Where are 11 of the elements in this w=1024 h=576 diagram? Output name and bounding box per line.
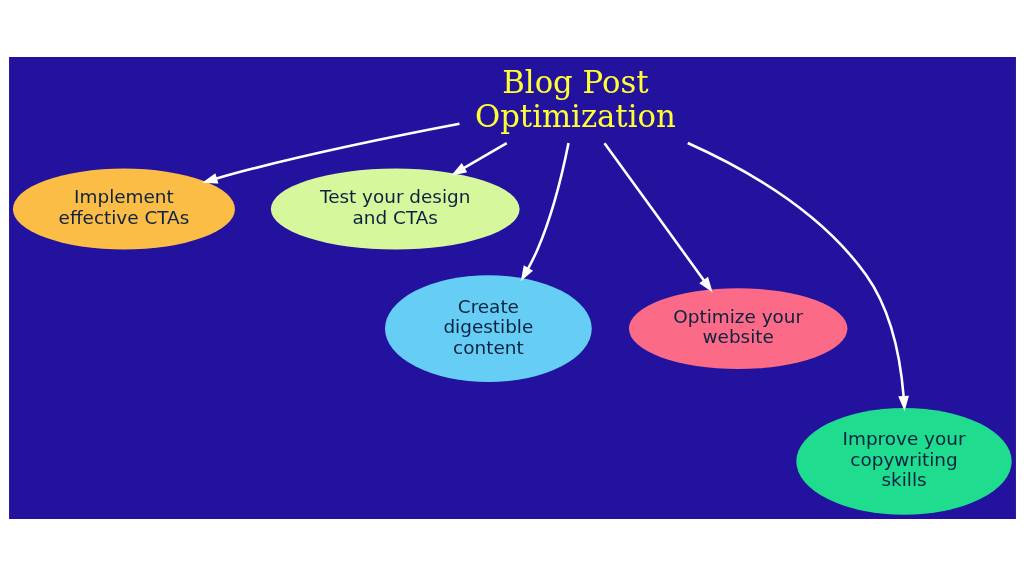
node-ellipse: Improve your copywriting skills (795, 407, 1012, 515)
arrow (450, 141, 507, 176)
node-text: Blog Post Optimization (474, 63, 676, 134)
node-ellipse: Optimize your website (628, 288, 847, 370)
arrow (686, 141, 909, 412)
arrow (201, 122, 460, 184)
arrow (602, 142, 713, 293)
node-ellipse: Implement effective CTAs (12, 168, 235, 250)
node-ellipse: Test your design and CTAs (270, 168, 520, 250)
arrow (520, 142, 570, 282)
node-ellipse: Create digestible content (384, 275, 592, 382)
